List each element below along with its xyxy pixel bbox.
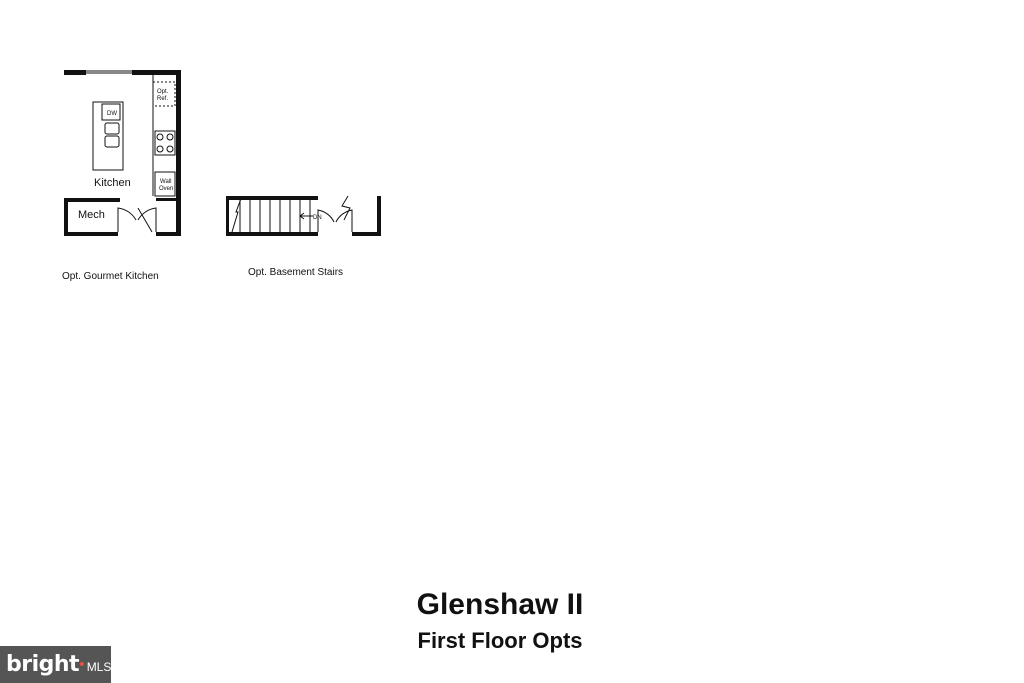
kitchen-option-caption: Opt. Gourmet Kitchen: [62, 271, 159, 282]
stair-door-swing-right: [335, 209, 353, 232]
burner: [156, 145, 164, 153]
stairs-option-caption: Opt. Basement Stairs: [248, 267, 344, 278]
refrigerator-label-line1: Opt.: [157, 89, 169, 95]
burner: [166, 133, 174, 141]
watermark-dot-icon: •: [79, 655, 85, 673]
pantry-wall: [156, 198, 176, 201]
mech-label: Mech: [78, 209, 105, 221]
kitchen-top-wall-right: [132, 70, 180, 75]
kitchen-top-wall: [64, 70, 86, 75]
stair-door-swing: [317, 209, 335, 232]
stair-arrowhead: [299, 212, 305, 220]
stairs-left-wall: [226, 196, 229, 236]
plan-title: Glenshaw II: [416, 588, 584, 621]
stairs-top-wall: [226, 196, 318, 200]
mech-door-swing: [117, 207, 137, 232]
stairs-direction-label: DN: [313, 215, 322, 221]
burner: [156, 133, 164, 141]
kitchen-label: Kitchen: [94, 177, 131, 189]
watermark-brand: bright: [6, 652, 80, 677]
kitchen-bottom-wall-right: [156, 232, 181, 236]
kitchen-bottom-wall: [64, 232, 118, 236]
stairs-bottom-wall: [226, 232, 318, 236]
stair-break-line: [231, 195, 243, 233]
stairs-bottom-wall-right: [352, 232, 381, 236]
sink-basin: [104, 135, 120, 148]
watermark-suffix: MLS: [86, 659, 112, 674]
kitchen-island: [92, 101, 124, 171]
dishwasher-box: [101, 103, 121, 121]
dishwasher-label: DW: [107, 111, 117, 117]
stairs-right-wall: [377, 196, 381, 236]
pantry-door-leaf: [137, 207, 153, 233]
kitchen-plan: [64, 70, 181, 236]
wall-oven-label-line2: Oven: [159, 186, 173, 192]
plan-subtitle: First Floor Opts: [417, 628, 583, 653]
pantry-door-swing: [137, 207, 157, 232]
burner: [166, 145, 174, 153]
bright-mls-watermark: bright• MLS: [0, 646, 111, 683]
stairs-break-line-right: [341, 195, 351, 221]
range-cooktop: [154, 130, 176, 156]
mech-top-wall: [64, 198, 120, 202]
wall-oven-label-line1: Wall: [160, 179, 171, 185]
wall-oven-box: [154, 171, 176, 197]
mech-left-wall: [64, 198, 68, 236]
stairs-plan: [226, 195, 381, 236]
refrigerator-label-line2: Ref.: [157, 96, 168, 102]
refrigerator-box: [152, 81, 176, 107]
kitchen-right-wall: [176, 70, 181, 236]
sink-basin: [104, 122, 120, 135]
